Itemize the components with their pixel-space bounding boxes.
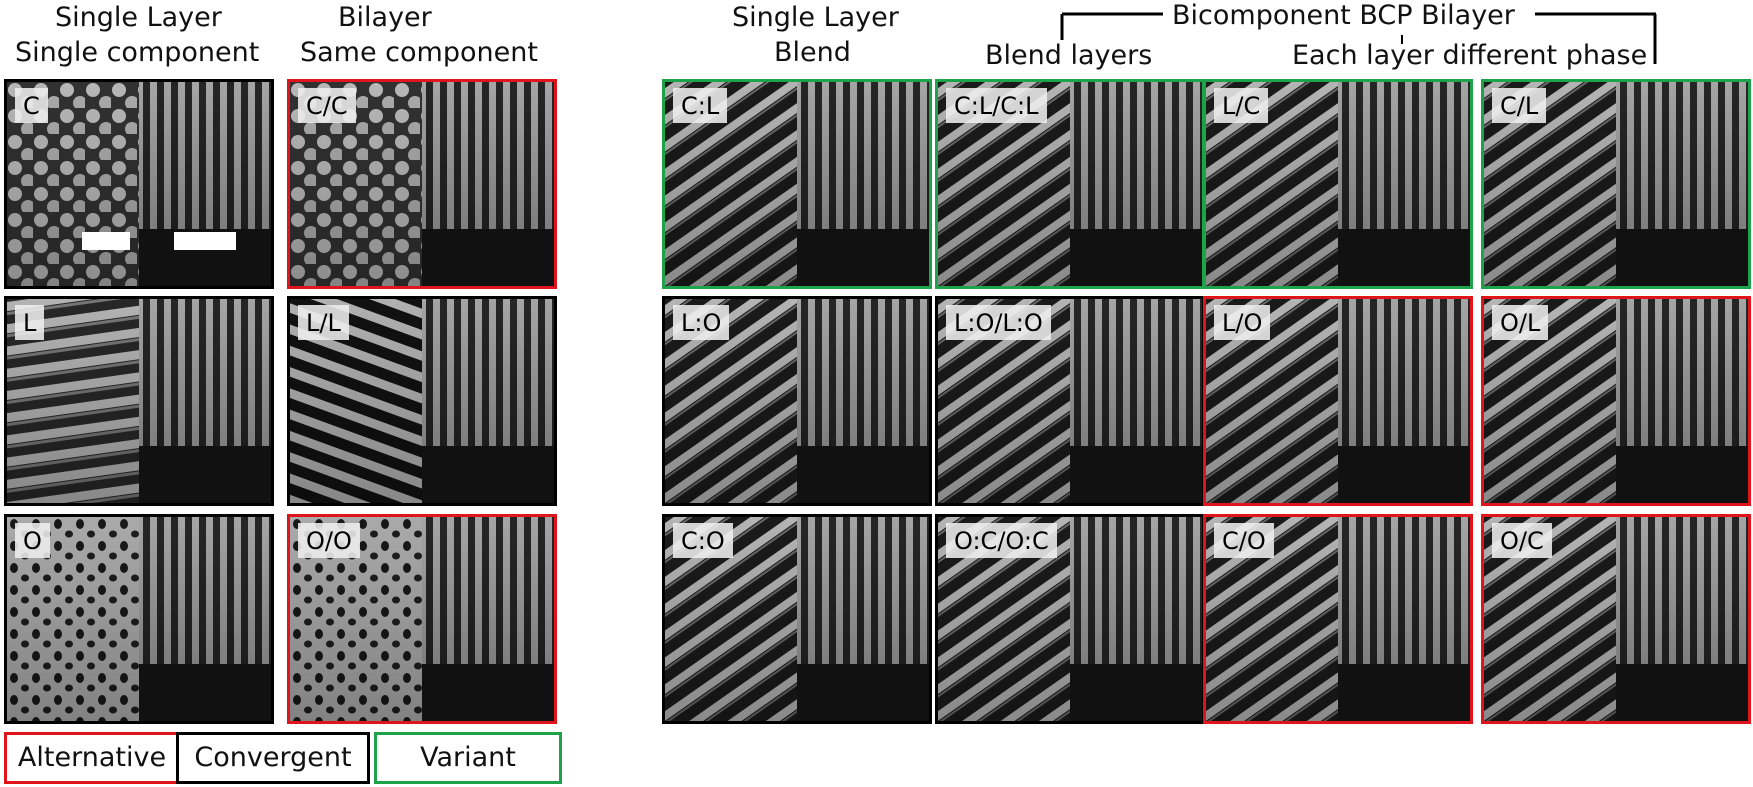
tile-label: L/L	[298, 305, 349, 340]
sem-tile-o: O	[4, 514, 274, 724]
substrate	[422, 446, 554, 503]
legend-variant: Variant	[374, 732, 562, 784]
tile-label: C:L	[673, 88, 728, 123]
sem-tile-o-o: O/O	[287, 514, 557, 724]
tile-label: C:L/C:L	[946, 88, 1047, 123]
header-single-layer-blend-1: Single Layer	[732, 2, 899, 33]
tile-label: O	[15, 523, 50, 558]
sem-micrograph	[290, 82, 554, 286]
substrate	[1070, 664, 1202, 721]
substrate	[1616, 446, 1748, 503]
sem-tile-o-c-o-c: O:C/O:C	[935, 514, 1205, 724]
substrate	[1616, 229, 1748, 286]
legend-convergent: Convergent	[176, 732, 370, 784]
header-same-component: Same component	[300, 37, 538, 68]
tile-label: O/C	[1492, 523, 1552, 558]
sem-micrograph	[665, 517, 929, 721]
sem-tile-l: L	[4, 296, 274, 506]
header-blend-layers: Blend layers	[985, 40, 1153, 71]
tile-label: C	[15, 88, 48, 123]
header-single-layer: Single Layer	[55, 2, 222, 33]
sem-tile-c-l-c-l: C:L/C:L	[935, 79, 1205, 289]
substrate	[139, 446, 271, 503]
substrate	[1616, 664, 1748, 721]
substrate	[797, 229, 929, 286]
tile-label: O/O	[298, 523, 360, 558]
tile-label: C/C	[298, 88, 356, 123]
sem-tile-l-o: L:O	[662, 296, 932, 506]
tile-label: L	[15, 305, 45, 340]
sem-micrograph	[665, 82, 929, 286]
scale-bar	[82, 232, 130, 250]
sem-tile-c-l: C:L	[662, 79, 932, 289]
substrate	[797, 664, 929, 721]
sem-micrograph	[290, 517, 554, 721]
substrate	[1338, 446, 1470, 503]
substrate	[1070, 229, 1202, 286]
substrate	[1338, 664, 1470, 721]
sem-tile-o-l: O/L	[1481, 296, 1751, 506]
sem-micrograph	[1206, 299, 1470, 503]
substrate	[797, 446, 929, 503]
sem-tile-l-o: L/O	[1203, 296, 1473, 506]
sem-tile-c-c: C/C	[287, 79, 557, 289]
header-each-layer-different-phase: Each layer different phase	[1292, 40, 1648, 71]
tile-label: L/C	[1214, 88, 1269, 123]
sem-tile-c-l: C/L	[1481, 79, 1751, 289]
sem-tile-l-o-l-o: L:O/L:O	[935, 296, 1205, 506]
sem-tile-o-c: O/C	[1481, 514, 1751, 724]
sem-tile-c: C	[4, 79, 274, 289]
tile-label: L/O	[1214, 305, 1271, 340]
legend-alternative: Alternative	[4, 732, 180, 784]
scale-bar	[174, 232, 236, 250]
sem-tile-l-c: L/C	[1203, 79, 1473, 289]
sem-tile-c-o: C:O	[662, 514, 932, 724]
substrate	[422, 229, 554, 286]
tile-label: C:O	[673, 523, 733, 558]
sem-tile-l-l: L/L	[287, 296, 557, 506]
sem-micrograph	[7, 517, 271, 721]
tile-label: L:O	[673, 305, 730, 340]
sem-micrograph	[665, 299, 929, 503]
sem-tile-c-o: C/O	[1203, 514, 1473, 724]
header-single-layer-blend-2: Blend	[774, 37, 851, 68]
header-bilayer: Bilayer	[338, 2, 432, 33]
substrate	[422, 664, 554, 721]
header-bicomponent-bilayer: Bicomponent BCP Bilayer	[1172, 0, 1515, 31]
substrate	[1338, 229, 1470, 286]
substrate	[1070, 446, 1202, 503]
tile-label: C/L	[1492, 88, 1547, 123]
substrate	[139, 664, 271, 721]
sem-micrograph	[1484, 82, 1748, 286]
tile-label: C/O	[1214, 523, 1274, 558]
tile-label: O/L	[1492, 305, 1549, 340]
sem-micrograph	[7, 299, 271, 503]
tile-label: O:C/O:C	[946, 523, 1057, 558]
header-single-component: Single component	[15, 37, 260, 68]
tile-label: L:O/L:O	[946, 305, 1051, 340]
